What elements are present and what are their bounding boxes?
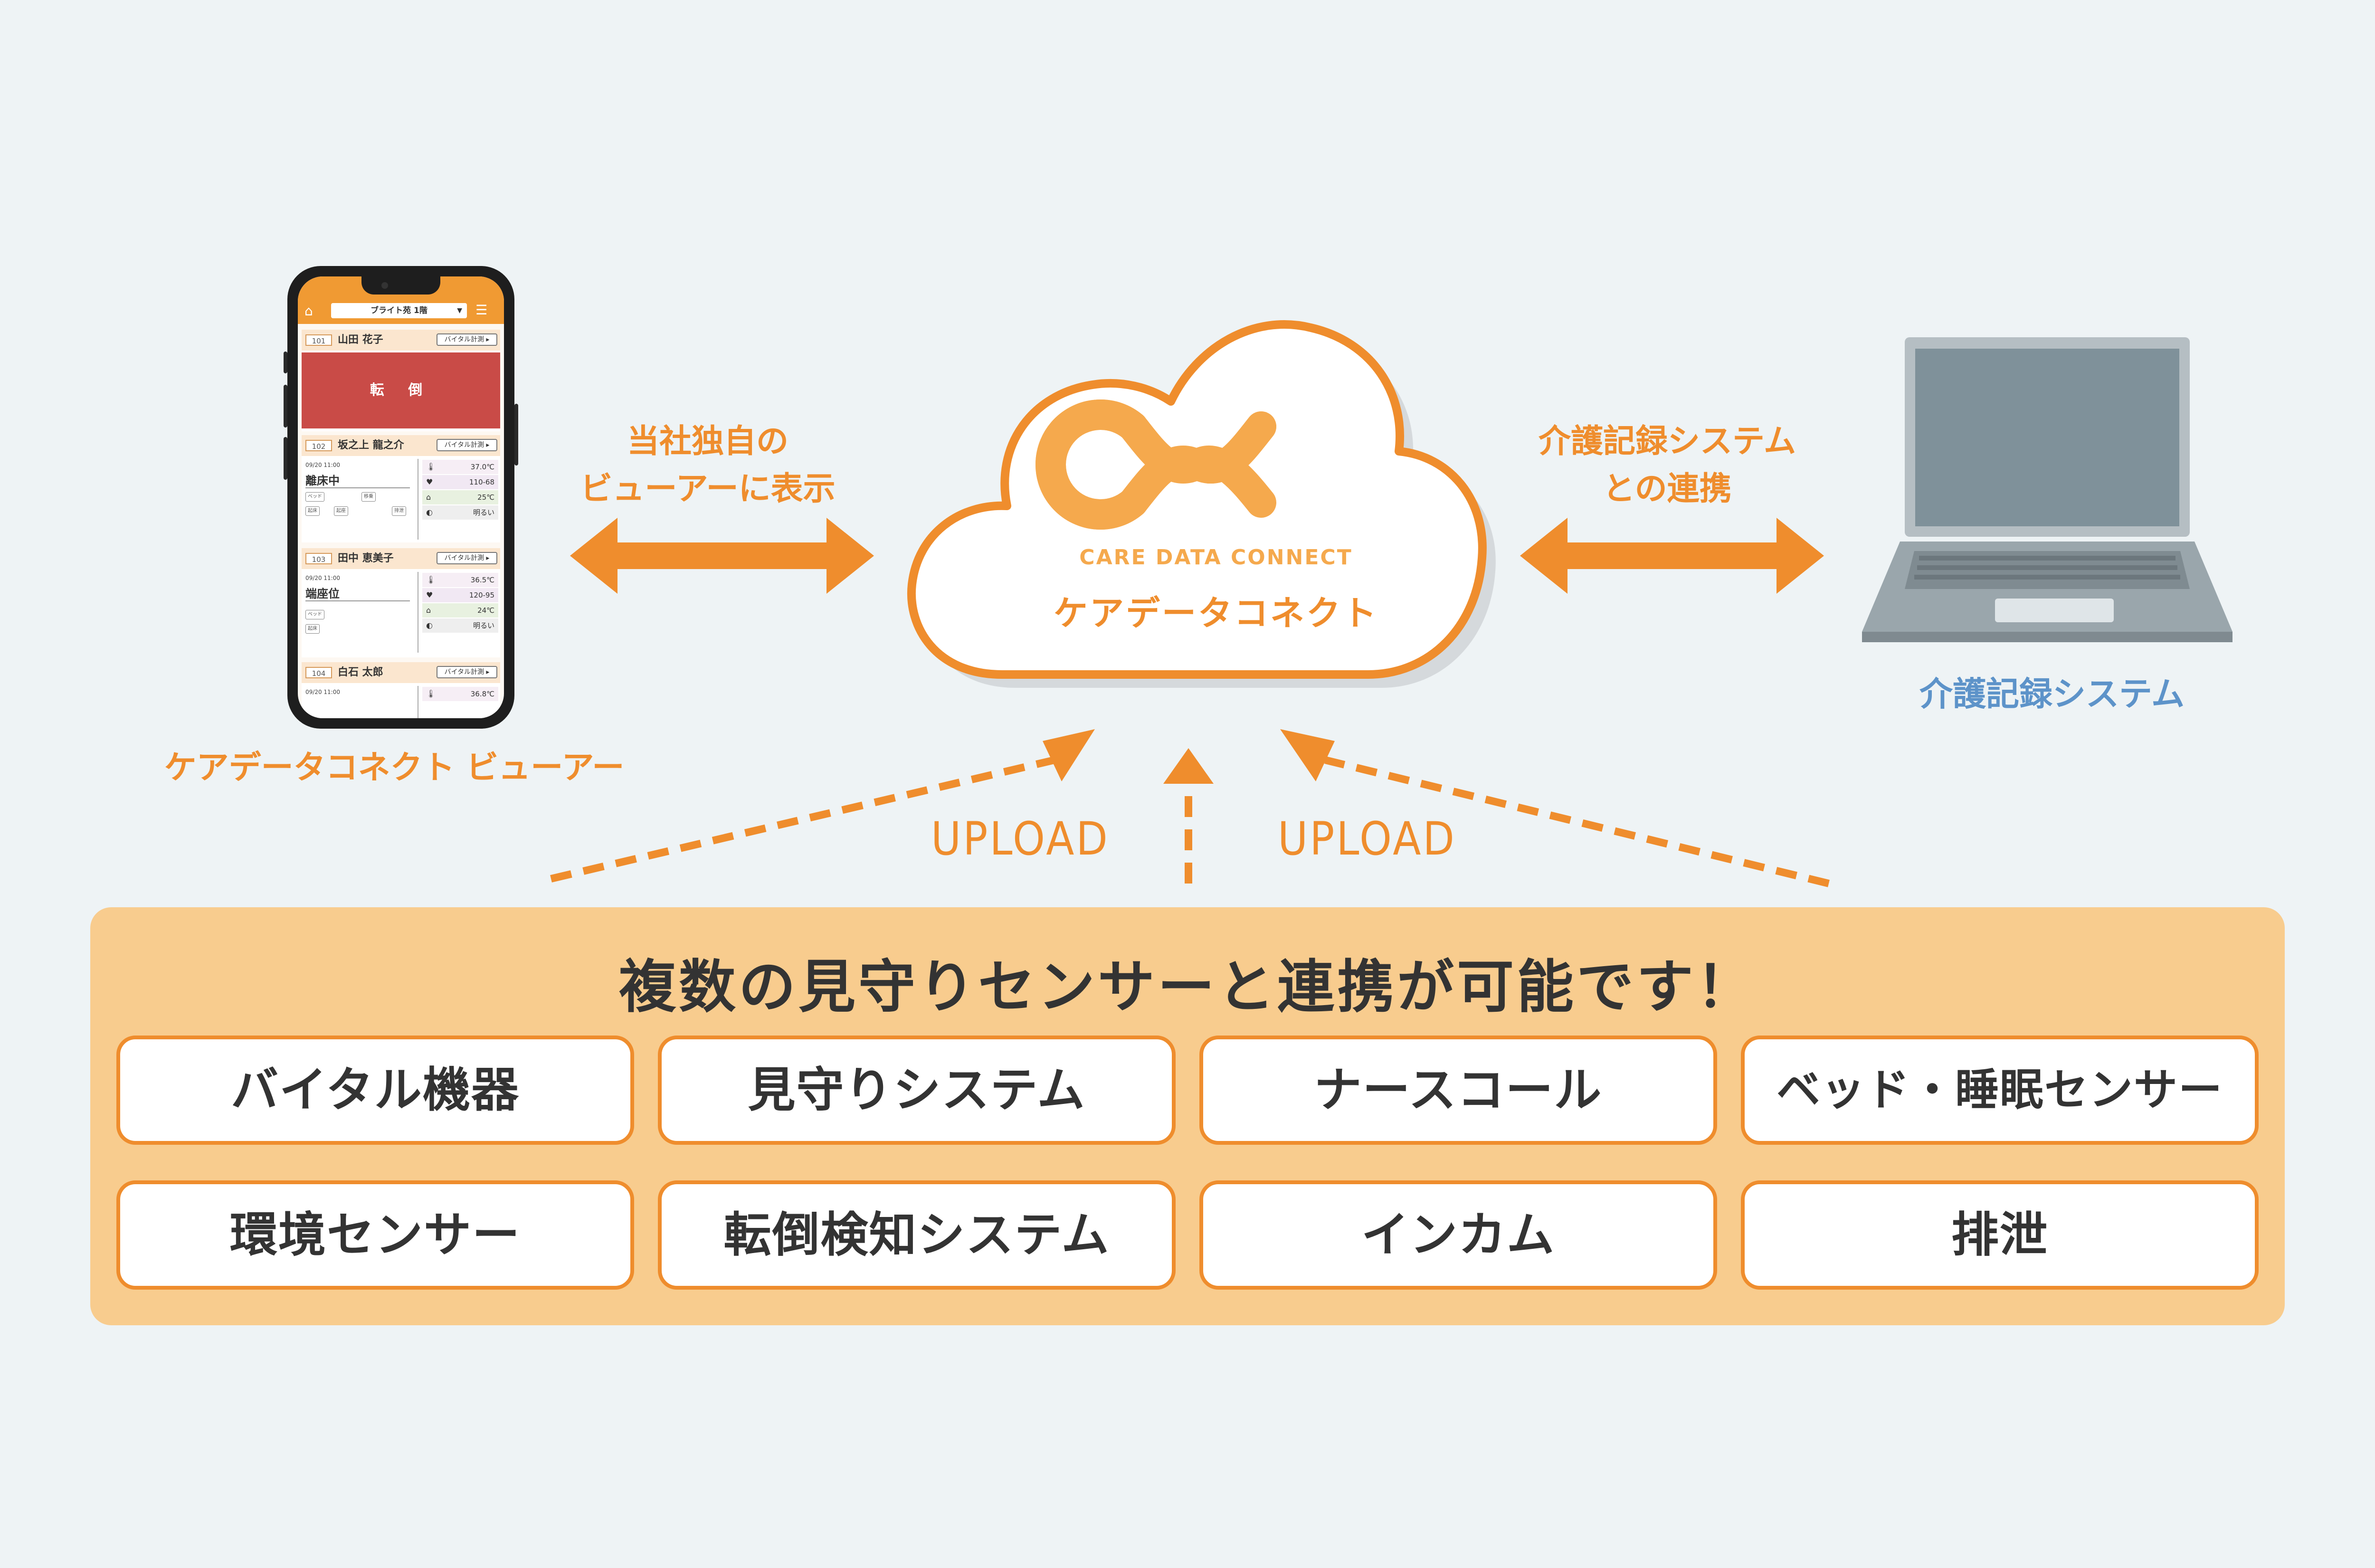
sensor-card-excretion: 排泄 <box>1741 1180 2259 1290</box>
phone-screen: ⌂ ブライト苑 1階 ▼ ☰ 101 山田 花子 バイタル計測 ▸ 転 倒 10… <box>298 276 504 718</box>
vital-measure-button[interactable]: バイタル計測 ▸ <box>437 666 497 678</box>
room-header: 104 白石 太郎 バイタル計測 ▸ <box>302 662 500 683</box>
vital-measure-button[interactable]: バイタル計測 ▸ <box>437 552 497 564</box>
house-icon: ⌂ <box>426 606 431 615</box>
room-number: 101 <box>305 334 332 346</box>
viewer-label-line2: ビューアーに表示 <box>580 470 836 508</box>
vital-light: ◐明るい <box>422 618 498 633</box>
upload-arrow-icon <box>1163 748 1214 784</box>
sensor-tag: 起床 <box>305 624 320 634</box>
resident-status: 離床中 <box>305 474 340 487</box>
double-arrow-icon <box>1520 518 1824 594</box>
blood-pressure-icon: ♥ <box>426 590 433 599</box>
room-header: 102 坂之上 龍之介 バイタル計測 ▸ <box>302 435 500 456</box>
room-header: 101 山田 花子 バイタル計測 ▸ <box>302 330 500 351</box>
room-card[interactable]: 103 田中 恵美子 バイタル計測 ▸ 09/20 11:00 端座位 ベッド … <box>302 548 500 657</box>
resident-name: 白石 太郎 <box>338 666 383 678</box>
room-header: 103 田中 恵美子 バイタル計測 ▸ <box>302 548 500 569</box>
vital-blood-pressure: ♥110-68 <box>422 475 498 489</box>
sensor-card-vital: バイタル機器 <box>116 1036 634 1145</box>
thermometer-icon: 🌡 <box>426 462 436 471</box>
light-icon: ◐ <box>426 621 433 630</box>
sensor-tag: 起座 <box>334 506 348 516</box>
divider <box>305 600 410 601</box>
chevron-down-icon: ▼ <box>457 307 462 314</box>
viewer-label-line1: 当社独自の <box>627 423 788 460</box>
record-time: 09/20 11:00 <box>305 575 340 581</box>
records-link-label: 介護記録システム との連携 <box>1501 418 1834 513</box>
vital-blood-pressure: ♥120-95 <box>422 588 498 602</box>
room-number: 103 <box>305 553 332 564</box>
sensor-tag: 起床 <box>305 506 320 516</box>
panel-title: 複数の見守りセンサーと連携が可能です！ <box>619 954 1756 1020</box>
thermometer-icon: 🌡 <box>426 689 436 698</box>
vital-measure-button[interactable]: バイタル計測 ▸ <box>437 333 497 346</box>
vital-light: ◐明るい <box>422 505 498 520</box>
room-card[interactable]: 101 山田 花子 バイタル計測 ▸ 転 倒 <box>302 330 500 431</box>
vital-room-temp: ⌂24℃ <box>422 603 498 618</box>
sensor-tag: 移乗 <box>361 492 376 502</box>
phone-side-button <box>284 437 287 480</box>
phone-side-button <box>514 404 518 466</box>
sensor-card-bed-sleep: ベッド・睡眠センサー <box>1741 1036 2259 1145</box>
viewer-link-label: 当社独自の ビューアーに表示 <box>546 418 869 513</box>
room-card[interactable]: 104 白石 太郎 バイタル計測 ▸ 09/20 11:00 🌡36.8℃ <box>302 662 500 718</box>
smartphone-mockup: ⌂ ブライト苑 1階 ▼ ☰ 101 山田 花子 バイタル計測 ▸ 転 倒 10… <box>284 266 518 729</box>
vital-temperature: 🌡36.5℃ <box>422 573 498 587</box>
record-time: 09/20 11:00 <box>305 689 340 695</box>
record-time: 09/20 11:00 <box>305 462 340 468</box>
room-number: 102 <box>305 440 332 451</box>
resident-name: 山田 花子 <box>338 334 383 346</box>
vital-measure-button[interactable]: バイタル計測 ▸ <box>437 439 497 451</box>
upload-label: UPLOAD <box>931 812 1110 865</box>
cloud-service-name: ケアデータコネクト <box>1053 593 1378 633</box>
sensor-card-fall-detection: 転倒検知システム <box>658 1180 1176 1290</box>
records-label-line2: との連携 <box>1603 470 1732 508</box>
divider <box>305 487 410 488</box>
floor-select[interactable]: ブライト苑 1階 ▼ <box>331 303 467 318</box>
phone-notch <box>361 276 440 295</box>
sensor-tag: 排泄 <box>392 506 406 516</box>
menu-icon[interactable]: ☰ <box>475 302 488 318</box>
house-icon: ⌂ <box>426 493 431 502</box>
phone-side-button <box>284 385 287 428</box>
vital-temperature: 🌡37.0℃ <box>422 460 498 474</box>
phone-caption: ケアデータコネクト ビューアー <box>164 749 625 787</box>
sensor-tag: ベッド <box>305 492 324 502</box>
home-icon[interactable]: ⌂ <box>304 303 313 319</box>
upload-arrow-icon <box>1280 729 1335 781</box>
cloud-logo-text: CARE DATA CONNECT <box>1079 545 1353 570</box>
sensor-card-nurse-call: ナースコール <box>1199 1036 1717 1145</box>
sensor-card-intercom: インカム <box>1199 1180 1717 1290</box>
blood-pressure-icon: ♥ <box>426 477 433 486</box>
sensor-card-monitoring: 見守りシステム <box>658 1036 1176 1145</box>
phone-side-button <box>284 352 287 373</box>
vital-room-temp: ⌂25℃ <box>422 490 498 504</box>
sensor-tag: ベッド <box>305 610 324 619</box>
double-arrow-icon <box>570 518 874 594</box>
thermometer-icon: 🌡 <box>426 575 436 584</box>
upload-arrow-icon <box>1043 729 1095 781</box>
sensor-card-environment: 環境センサー <box>116 1180 634 1290</box>
room-card[interactable]: 102 坂之上 龍之介 バイタル計測 ▸ 09/20 11:00 離床中 ベッド… <box>302 435 500 542</box>
floor-select-label: ブライト苑 1階 <box>370 306 428 315</box>
fall-alert: 転 倒 <box>302 352 500 428</box>
laptop-icon <box>1862 337 2232 642</box>
care-data-connect-logo <box>1036 399 1276 530</box>
cloud-icon <box>907 320 1496 688</box>
vital-temperature: 🌡36.8℃ <box>422 687 498 701</box>
resident-status: 端座位 <box>305 587 340 600</box>
phone-camera <box>381 282 388 289</box>
upload-label: UPLOAD <box>1278 812 1456 865</box>
records-label-line1: 介護記録システム <box>1539 423 1796 460</box>
light-icon: ◐ <box>426 508 433 517</box>
resident-name: 坂之上 龍之介 <box>338 439 404 451</box>
room-number: 104 <box>305 667 332 678</box>
resident-name: 田中 恵美子 <box>338 552 394 564</box>
laptop-caption: 介護記録システム <box>1919 675 2185 713</box>
